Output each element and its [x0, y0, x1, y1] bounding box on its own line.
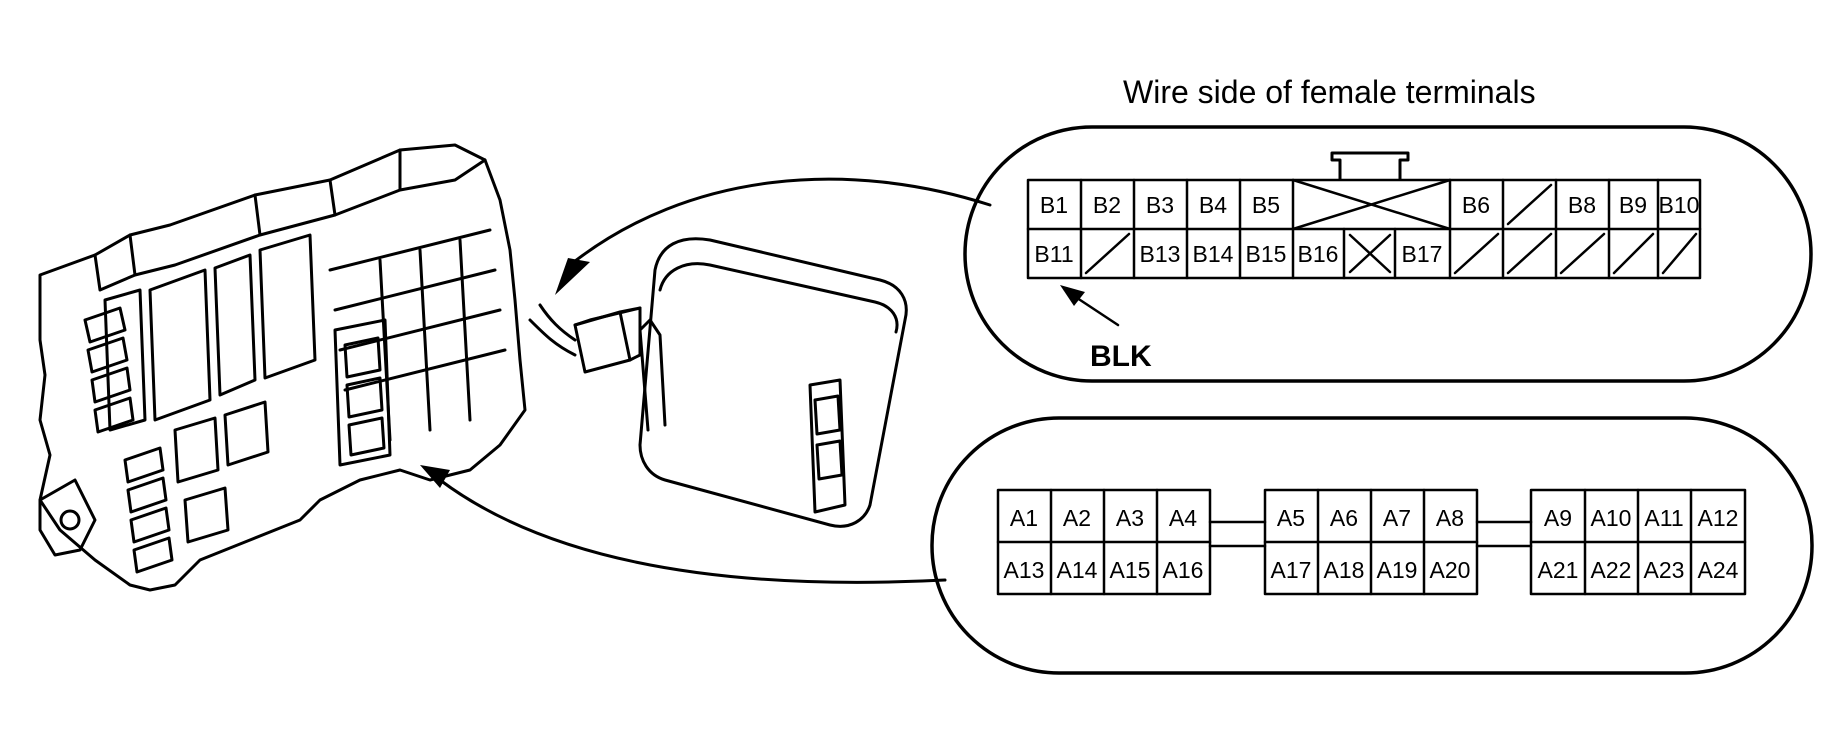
pin-a1: A1: [1010, 505, 1038, 531]
pin-a21: A21: [1538, 557, 1579, 583]
pin-a3: A3: [1116, 505, 1144, 531]
pointer-arc-bottom: [438, 478, 947, 584]
pin-b13: B13: [1140, 241, 1181, 267]
pin-b17: B17: [1402, 241, 1443, 267]
blk-arrowhead: [1060, 285, 1085, 306]
pin-a6: A6: [1330, 505, 1358, 531]
pin-b6: B6: [1462, 192, 1490, 218]
control-unit: [638, 237, 908, 528]
pin-a9: A9: [1544, 505, 1572, 531]
pin-a2: A2: [1063, 505, 1091, 531]
pin-a24: A24: [1698, 557, 1739, 583]
pin-a8: A8: [1436, 505, 1464, 531]
pin-a11: A11: [1644, 505, 1683, 531]
pin-a13: A13: [1004, 557, 1045, 583]
pin-b5: B5: [1252, 192, 1280, 218]
pin-a19: A19: [1377, 557, 1418, 583]
pin-a7: A7: [1383, 505, 1411, 531]
harness-plug: [528, 303, 642, 374]
wire-color-blk: BLK: [1090, 340, 1152, 373]
callout-connector-b: [963, 125, 1813, 383]
pin-b3: B3: [1146, 192, 1174, 218]
pin-a17: A17: [1271, 557, 1312, 583]
pin-b4: B4: [1199, 192, 1227, 218]
pin-b8: B8: [1568, 192, 1596, 218]
pin-a12: A12: [1698, 505, 1739, 531]
connector-b-labels: B1 B2 B3 B4 B5 B6 B8 B9 B10 B11 B13 B14 …: [1034, 192, 1699, 267]
arrowhead-top: [555, 258, 590, 295]
pin-a20: A20: [1430, 557, 1471, 583]
callout-connector-a: [930, 416, 1814, 675]
pin-b16: B16: [1298, 241, 1339, 267]
connector-a-grid: [996, 488, 1747, 596]
pin-a18: A18: [1324, 557, 1365, 583]
pin-a23: A23: [1644, 557, 1685, 583]
pin-b1: B1: [1040, 192, 1068, 218]
pin-b11: B11: [1034, 241, 1073, 267]
pin-b14: B14: [1193, 241, 1234, 267]
pin-a14: A14: [1057, 557, 1098, 583]
connector-b-latch: [1330, 151, 1410, 182]
pin-a15: A15: [1110, 557, 1151, 583]
pin-b2: B2: [1093, 192, 1121, 218]
pin-a5: A5: [1277, 505, 1305, 531]
pin-a16: A16: [1163, 557, 1204, 583]
pin-b15: B15: [1246, 241, 1287, 267]
arrowhead-bottom: [420, 465, 450, 488]
pointer-arc-top: [568, 177, 992, 267]
pin-a22: A22: [1591, 557, 1632, 583]
pin-b9: B9: [1619, 192, 1647, 218]
connector-b-grid: [1026, 178, 1702, 280]
pin-b10: B10: [1659, 192, 1700, 218]
pin-a4: A4: [1169, 505, 1197, 531]
fuse-relay-box: [38, 143, 527, 592]
connector-a-labels: A1 A2 A3 A4 A5 A6 A7 A8 A9 A10 A11 A12 A…: [1004, 505, 1739, 583]
caption-wire-side: Wire side of female terminals: [1123, 74, 1536, 110]
pin-a10: A10: [1591, 505, 1632, 531]
